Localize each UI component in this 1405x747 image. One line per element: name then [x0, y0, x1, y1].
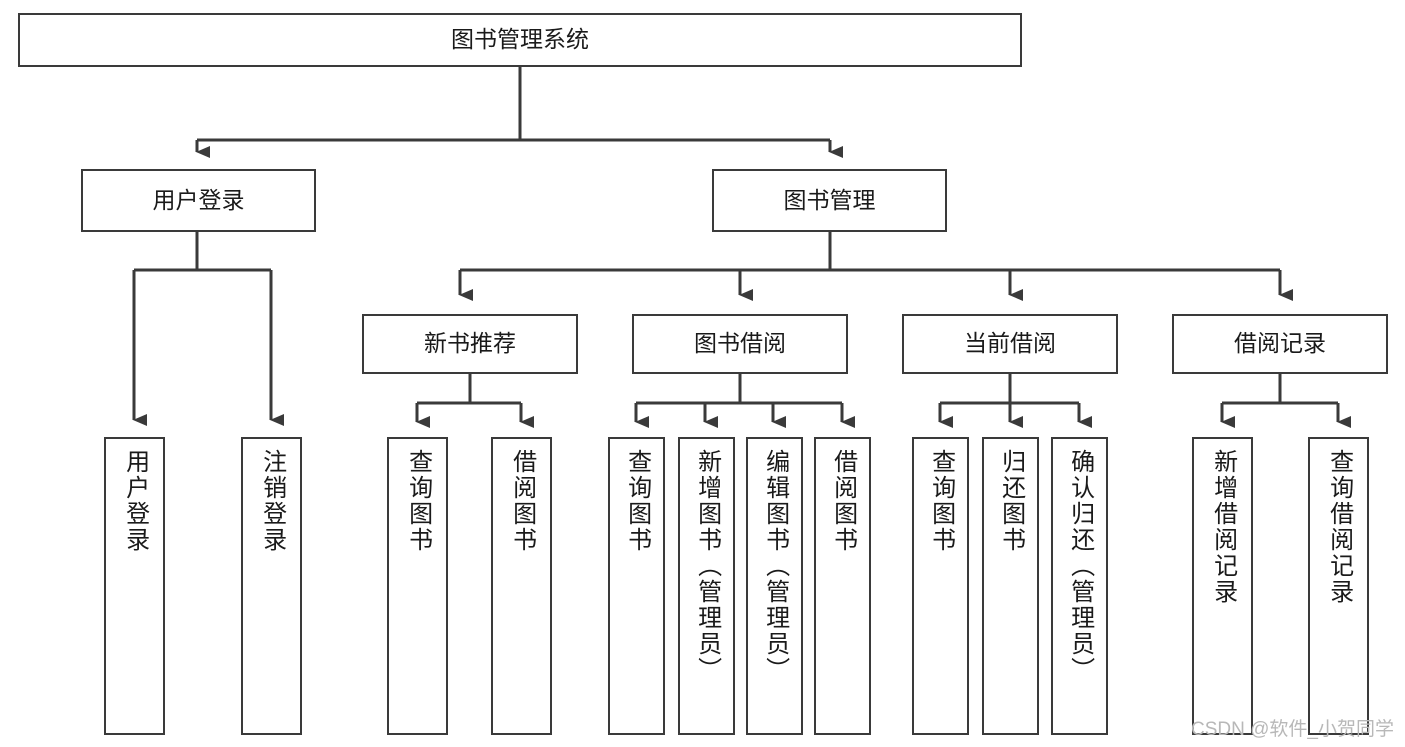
node-leaf-user-login-label: 用户登录: [121, 449, 149, 553]
node-leaf-query-book-1-label: 查询图书: [404, 449, 432, 553]
node-leaf-add-book[interactable]: 新增图书（管理员）: [678, 437, 735, 735]
node-leaf-query-record-label: 查询借阅记录: [1325, 449, 1353, 605]
node-leaf-borrow-book-1[interactable]: 借阅图书: [491, 437, 552, 735]
node-current-borrow-label: 当前借阅: [964, 330, 1056, 357]
node-book-manage-label: 图书管理: [783, 186, 876, 213]
node-leaf-borrow-book-2[interactable]: 借阅图书: [814, 437, 871, 735]
node-leaf-return-book-label: 归还图书: [997, 449, 1025, 553]
node-root-label: 图书管理系统: [451, 26, 589, 53]
node-new-book-rec[interactable]: 新书推荐: [362, 314, 578, 374]
node-leaf-query-book-3-label: 查询图书: [927, 449, 955, 553]
node-new-book-rec-label: 新书推荐: [424, 330, 516, 357]
node-leaf-edit-book[interactable]: 编辑图书（管理员）: [746, 437, 803, 735]
node-leaf-add-record[interactable]: 新增借阅记录: [1192, 437, 1253, 735]
node-leaf-user-login[interactable]: 用户登录: [104, 437, 165, 735]
node-book-borrow[interactable]: 图书借阅: [632, 314, 848, 374]
node-leaf-query-record[interactable]: 查询借阅记录: [1308, 437, 1369, 735]
node-borrow-record-label: 借阅记录: [1234, 330, 1326, 357]
node-leaf-edit-book-label: 编辑图书（管理员）: [761, 449, 789, 683]
node-user-login-label: 用户登录: [152, 186, 245, 213]
node-leaf-logout[interactable]: 注销登录: [241, 437, 302, 735]
node-leaf-return-book[interactable]: 归还图书: [982, 437, 1039, 735]
node-book-manage[interactable]: 图书管理: [712, 169, 947, 232]
node-leaf-query-book-1[interactable]: 查询图书: [387, 437, 448, 735]
node-leaf-confirm-return[interactable]: 确认归还（管理员）: [1051, 437, 1108, 735]
node-book-borrow-label: 图书借阅: [694, 330, 786, 357]
node-user-login[interactable]: 用户登录: [81, 169, 316, 232]
node-leaf-query-book-2[interactable]: 查询图书: [608, 437, 665, 735]
node-leaf-query-book-2-label: 查询图书: [623, 449, 651, 553]
node-leaf-confirm-return-label: 确认归还（管理员）: [1066, 449, 1094, 683]
node-leaf-logout-label: 注销登录: [258, 449, 286, 553]
node-leaf-borrow-book-2-label: 借阅图书: [829, 449, 857, 553]
node-leaf-add-book-label: 新增图书（管理员）: [693, 449, 721, 683]
node-leaf-borrow-book-1-label: 借阅图书: [508, 449, 536, 553]
node-current-borrow[interactable]: 当前借阅: [902, 314, 1118, 374]
node-leaf-add-record-label: 新增借阅记录: [1209, 449, 1237, 605]
node-leaf-query-book-3[interactable]: 查询图书: [912, 437, 969, 735]
node-borrow-record[interactable]: 借阅记录: [1172, 314, 1388, 374]
node-root[interactable]: 图书管理系统: [18, 13, 1022, 67]
